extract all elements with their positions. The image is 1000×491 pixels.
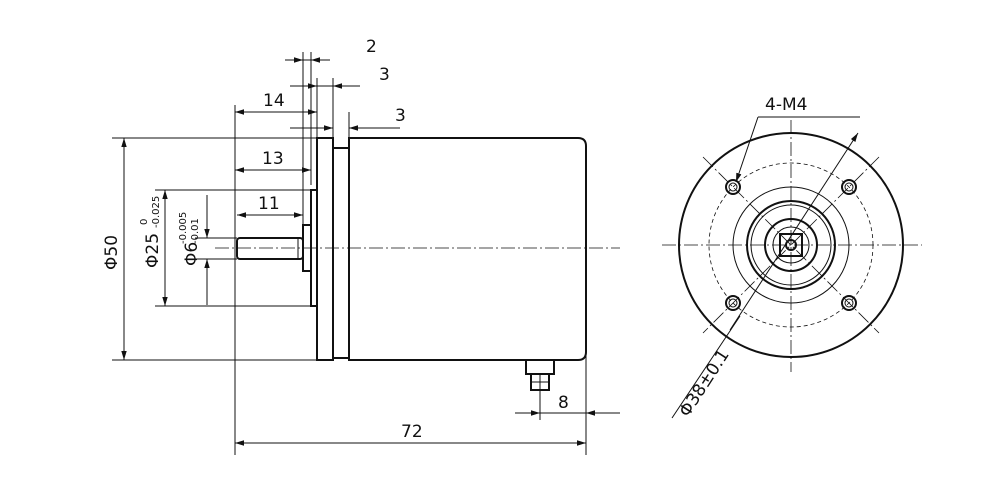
- outer-housing: [678, 132, 904, 358]
- encoder-body: [348, 137, 587, 361]
- label-4-m4: 4-M4: [765, 95, 807, 115]
- shaft: [236, 237, 304, 260]
- dim-phi25-lower-tol: -0.025: [151, 196, 162, 228]
- label-phi38: Φ38±0.1: [675, 346, 733, 421]
- dimension-lines: [121, 57, 620, 446]
- mounting-holes: [725, 179, 857, 311]
- phi38-leader: [671, 132, 859, 419]
- dim-8: 8: [558, 393, 569, 413]
- dim-3-top: 3: [379, 65, 390, 85]
- dim-phi25: Φ25: [143, 233, 163, 268]
- flange-ring: [732, 186, 850, 304]
- dim-14: 14: [263, 91, 285, 111]
- dim-2: 2: [366, 37, 377, 57]
- m4-leader: [735, 116, 860, 183]
- dim-72: 72: [401, 422, 423, 442]
- dim-phi6: Φ6: [182, 242, 202, 266]
- dim-phi50: Φ50: [102, 235, 122, 270]
- dim-phi6-upper-tol: -0.005: [178, 212, 189, 244]
- shaft-flat: [779, 233, 803, 257]
- dim-phi25-upper-tol: 0: [139, 219, 150, 225]
- dim-13: 13: [262, 149, 284, 169]
- side-view: 2 3 14 3 13 11 72 8 Φ50 Φ25 0 -0.025 Φ6 …: [102, 37, 620, 455]
- flange-step: [332, 147, 350, 359]
- dim-3-lower: 3: [395, 106, 406, 126]
- dim-phi6-lower-tol: -0.01: [190, 218, 201, 244]
- front-view: 4-M4 Φ38±0.1: [662, 95, 922, 421]
- cable-gland: [525, 359, 555, 392]
- pilot-outer: [746, 200, 836, 290]
- dim-11: 11: [258, 194, 280, 214]
- mounting-flange: [316, 137, 334, 361]
- bolt-circle: [708, 162, 874, 328]
- shaft-end: [785, 239, 797, 251]
- pilot-inner: [764, 218, 818, 272]
